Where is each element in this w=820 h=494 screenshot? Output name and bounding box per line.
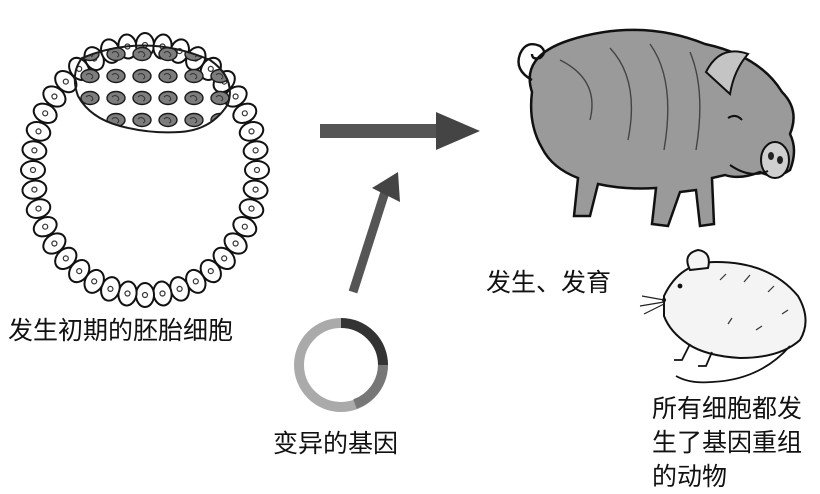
embryo-cell-nucleus	[176, 285, 183, 292]
embryo-cell	[21, 140, 48, 161]
inner-cell-mass	[73, 44, 231, 134]
embryo-cell	[32, 102, 58, 124]
embryo-cell-nucleus	[207, 268, 214, 275]
embryo-cell-nucleus	[232, 93, 239, 100]
gene-ring-icon	[294, 318, 388, 412]
embryo-cell-nucleus	[221, 255, 228, 262]
pig-illustration	[517, 28, 796, 228]
embryo-cell	[32, 216, 58, 238]
embryo-cell	[25, 121, 52, 142]
embryo-cell	[232, 216, 258, 238]
embryo-cell-nucleus	[248, 205, 255, 212]
embryo-cell-nucleus	[51, 240, 58, 247]
embryo-cell	[20, 160, 46, 180]
embryo-cell-nucleus	[29, 166, 37, 174]
embryo-cell	[232, 102, 258, 124]
embryo-cell-nucleus	[232, 240, 239, 247]
embryo-cell-nucleus	[31, 186, 38, 193]
embryo-cell	[242, 140, 269, 161]
embryo-cell-nucleus	[91, 278, 98, 285]
recombinant-animal-label: 所有细胞都发 生了基因重组 的动物	[652, 392, 820, 494]
embryo-cell	[244, 160, 270, 180]
embryo-cell-nucleus	[62, 78, 69, 85]
recombinant-animal-label-line-1: 所有细胞都发	[652, 394, 803, 423]
recombinant-animal-label-line-2: 生了基因重组	[652, 428, 803, 457]
embryo-cell-nucleus	[42, 223, 49, 230]
embryo-cell-nucleus	[252, 147, 259, 154]
embryo-cell-nucleus	[241, 110, 248, 117]
embryo-cell	[238, 198, 265, 219]
embryo-cell-nucleus	[35, 205, 42, 212]
recombinant-animal-label-line-3: 的动物	[652, 462, 728, 491]
embryo-label: 发生初期的胚胎细胞	[8, 316, 234, 345]
horizontal-arrow-icon	[320, 112, 480, 150]
embryo-cell-nucleus	[192, 278, 199, 285]
embryo-cell	[242, 179, 269, 200]
mouse-illustration	[639, 248, 807, 384]
embryo-cell	[42, 232, 67, 255]
embryo-cell-nucleus	[62, 255, 69, 262]
embryo-cell	[238, 121, 265, 142]
embryo-cell	[21, 179, 48, 200]
diagonal-arrow-icon	[348, 172, 400, 294]
embryo-cell-nucleus	[248, 128, 255, 135]
embryo-cell	[25, 198, 52, 219]
embryo-cell-nucleus	[76, 268, 83, 275]
development-label: 发生、发育	[486, 268, 612, 297]
embryo-cell-nucleus	[159, 290, 166, 297]
embryo-cell-nucleus	[35, 128, 42, 135]
embryo-cell	[135, 282, 155, 308]
embryo-cell-nucleus	[253, 166, 261, 174]
embryo-cell-nucleus	[31, 147, 38, 154]
mutant-gene-label: 变异的基因	[273, 429, 399, 458]
embryo-cell-nucleus	[51, 93, 58, 100]
embryo-cell-nucleus	[124, 290, 131, 297]
embryo-cell-nucleus	[252, 186, 259, 193]
embryo-cell-nucleus	[141, 291, 149, 299]
embryo-cell-nucleus	[107, 285, 114, 292]
embryo-cell-nucleus	[241, 223, 248, 230]
embryo-cell-nucleus	[42, 110, 49, 117]
embryo-illustration	[20, 32, 270, 308]
